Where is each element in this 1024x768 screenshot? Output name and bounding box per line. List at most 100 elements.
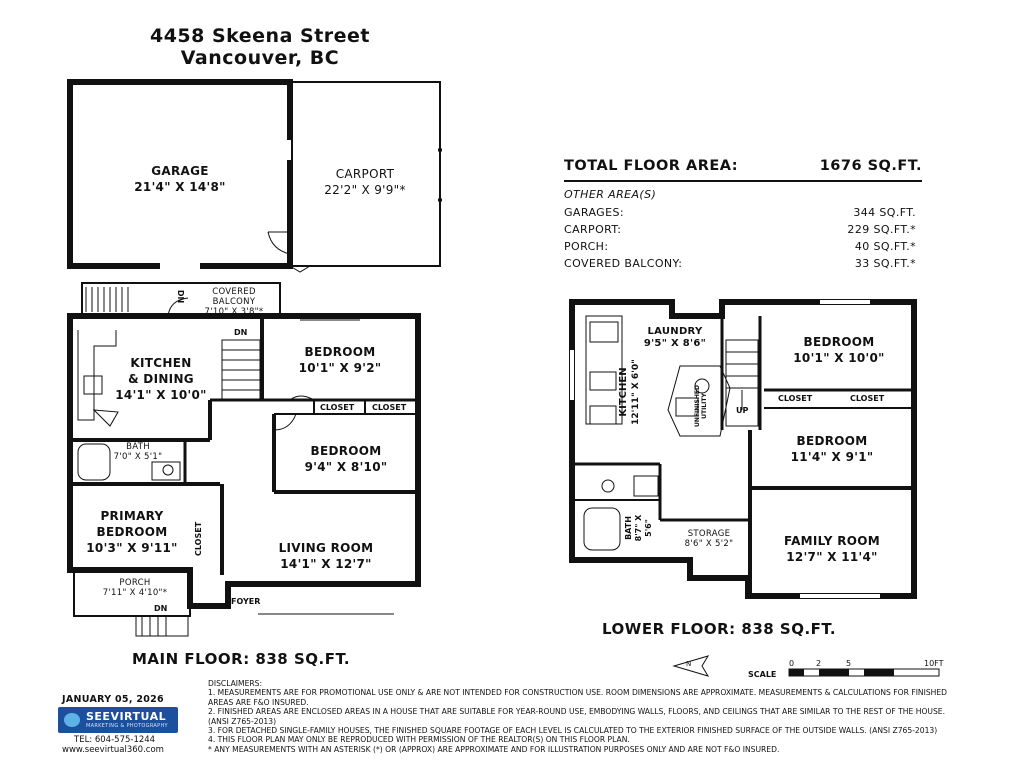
- laundry-name: LAUNDRY: [647, 326, 703, 337]
- disclaimer-line-4: 4. THIS FLOOR PLAN MAY ONLY BE REPRODUCE…: [208, 735, 630, 745]
- lower-kitchen-label: KITCHEN 12'11" X 6'0": [618, 354, 642, 430]
- seevirtual-logo: SEEVIRTUAL MARKETING & PHOTOGRAPHY: [58, 707, 178, 733]
- lower-bedroom-1-name: BEDROOM: [803, 335, 875, 349]
- primary-bedroom-name-2: BEDROOM: [96, 525, 168, 539]
- lower-bedroom-1-dims: 10'1" X 10'0": [793, 351, 885, 365]
- main-closet-1: CLOSET: [320, 403, 355, 412]
- storage-name: STORAGE: [687, 529, 731, 539]
- family-room-dims: 12'7" X 11'4": [786, 550, 878, 564]
- lower-bedroom-2-name: BEDROOM: [796, 434, 868, 448]
- other-area-label: PORCH:: [564, 240, 609, 253]
- family-room-name: FAMILY ROOM: [783, 534, 881, 548]
- other-area-value: 229 SQ.FT.*: [847, 223, 916, 236]
- lower-bedroom-2-label: BEDROOM 11'4" X 9'1": [752, 433, 912, 465]
- other-area-label: CARPORT:: [564, 223, 622, 236]
- lower-kitchen-dims: 12'11" X 6'0": [631, 359, 641, 425]
- plan-date: JANUARY 05, 2026: [62, 694, 164, 705]
- porch-dn: DN: [154, 604, 168, 613]
- other-areas-heading: OTHER AREA(S): [564, 188, 657, 201]
- other-area-value: 344 SQ.FT.: [853, 206, 916, 219]
- main-bath-dims: 7'0" X 5'1": [113, 452, 163, 462]
- address-line-2: Vancouver, BC: [180, 47, 340, 69]
- other-area-value: 40 SQ.FT.*: [854, 240, 916, 253]
- lower-closet-2: CLOSET: [850, 394, 885, 403]
- living-room-dims: 14'1" X 12'7": [280, 557, 372, 571]
- carport-name: CARPORT: [335, 167, 395, 181]
- main-bedroom-1-dims: 10'1" X 9'2": [298, 361, 382, 375]
- main-bath-label: BATH 7'0" X 5'1": [108, 442, 168, 462]
- lower-bedroom-2-dims: 11'4" X 9'1": [790, 450, 874, 464]
- footer-web: www.seevirtual360.com: [62, 745, 164, 755]
- storage-dims: 8'6" X 5'2": [684, 539, 734, 549]
- main-bedroom-2-label: BEDROOM 9'4" X 8'10": [274, 443, 418, 475]
- lower-bedroom-1-label: BEDROOM 10'1" X 10'0": [764, 334, 914, 366]
- garage-outline: [67, 79, 442, 273]
- family-room-label: FAMILY ROOM 12'7" X 11'4": [752, 533, 912, 565]
- living-room-name: LIVING ROOM: [278, 541, 374, 555]
- garage-dims: 21'4" X 14'8": [134, 180, 226, 194]
- logo-brand: SEEVIRTUAL: [86, 710, 167, 723]
- main-kitchen-name: KITCHEN: [130, 356, 192, 370]
- garage-name: GARAGE: [151, 164, 209, 178]
- disclaimers: DISCLAIMERS: 1. MEASUREMENTS ARE FOR PRO…: [208, 679, 968, 754]
- disclaimer-line-5: * ANY MEASUREMENTS WITH AN ASTERISK (*) …: [208, 744, 780, 754]
- north-label: N: [686, 660, 692, 668]
- lower-bath-label: BATH 8'7" X 5'6": [624, 508, 654, 548]
- porch-label: PORCH 7'11" X 4'10"*: [80, 578, 190, 598]
- carport-label: CARPORT 22'2" X 9'9"*: [290, 166, 440, 198]
- main-stair-dn: DN: [234, 328, 248, 337]
- balcony-label: COVERED BALCONY 7'10" X 3'8"*: [194, 287, 274, 317]
- scale-tick-label: 5: [846, 659, 852, 668]
- main-floor-title: MAIN FLOOR: 838 SQ.FT.: [132, 650, 351, 668]
- lower-bath-dims: 8'7" X 5'6": [634, 514, 653, 542]
- lower-stair-up: UP: [736, 406, 749, 415]
- other-area-value: 33 SQ.FT.*: [854, 257, 916, 270]
- scale-tick-label: 0: [789, 659, 795, 668]
- disclaimer-line-2: 2. FINISHED AREAS ARE ENCLOSED AREAS IN …: [208, 707, 946, 726]
- garage-label: GARAGE 21'4" X 14'8": [70, 163, 290, 195]
- living-room-label: LIVING ROOM 14'1" X 12'7": [236, 540, 416, 572]
- total-area-label: TOTAL FLOOR AREA:: [564, 158, 739, 174]
- main-bedroom-1-label: BEDROOM 10'1" X 9'2": [262, 344, 418, 376]
- other-area-label: COVERED BALCONY:: [564, 257, 683, 270]
- porch-name: PORCH: [119, 578, 151, 588]
- main-floor-outline: [67, 282, 421, 637]
- total-area-value: 1676 SQ.FT.: [819, 158, 922, 174]
- foyer-label: FOYER: [231, 597, 261, 606]
- main-kitchen-name-2: & DINING: [128, 372, 194, 386]
- north-arrow-icon: [672, 655, 710, 677]
- main-kitchen-label: KITCHEN & DINING 14'1" X 10'0": [96, 355, 226, 403]
- lower-floor-outline: [569, 299, 917, 599]
- main-bath-name: BATH: [126, 442, 150, 452]
- address-line-1: 4458 Skeena Street: [149, 25, 371, 47]
- primary-bedroom-name: PRIMARY: [100, 509, 164, 523]
- laundry-dims: 9'5" X 8'6": [643, 338, 707, 349]
- balcony-dn: DN: [176, 289, 186, 304]
- utility-label: UNFINISHED UTILITY: [694, 385, 708, 427]
- disclaimer-line-1: 1. MEASUREMENTS ARE FOR PROMOTIONAL USE …: [208, 688, 948, 707]
- lower-bath-name: BATH: [624, 516, 633, 540]
- lower-closet-1: CLOSET: [778, 394, 813, 403]
- logo-sub: MARKETING & PHOTOGRAPHY: [86, 723, 168, 729]
- other-area-label: GARAGES:: [564, 206, 624, 219]
- scale-label: SCALE: [748, 670, 777, 679]
- main-bedroom-2-dims: 9'4" X 8'10": [304, 460, 388, 474]
- carport-dims: 22'2" X 9'9"*: [324, 183, 406, 197]
- primary-closet: CLOSET: [194, 521, 203, 556]
- scale-bar: [788, 668, 940, 677]
- logo-mark-icon: [64, 713, 80, 727]
- primary-bedroom-dims: 10'3" X 9'11": [86, 541, 178, 555]
- lower-floor-title: LOWER FLOOR: 838 SQ.FT.: [602, 620, 837, 638]
- porch-dims: 7'11" X 4'10"*: [102, 588, 168, 598]
- scale-tick-label: 10FT: [924, 659, 944, 668]
- primary-bedroom-label: PRIMARY BEDROOM 10'3" X 9'11": [72, 508, 192, 556]
- balcony-name-2: BALCONY: [212, 297, 256, 307]
- lower-kitchen-name: KITCHEN: [618, 367, 629, 417]
- main-kitchen-dims: 14'1" X 10'0": [115, 388, 207, 402]
- balcony-name: COVERED: [212, 287, 256, 297]
- main-bedroom-2-name: BEDROOM: [310, 444, 382, 458]
- main-bedroom-1-name: BEDROOM: [304, 345, 376, 359]
- footer-tel: TEL: 604-575-1244: [74, 735, 156, 745]
- disclaimer-line-3: 3. FOR DETACHED SINGLE-FAMILY HOUSES, TH…: [208, 726, 938, 736]
